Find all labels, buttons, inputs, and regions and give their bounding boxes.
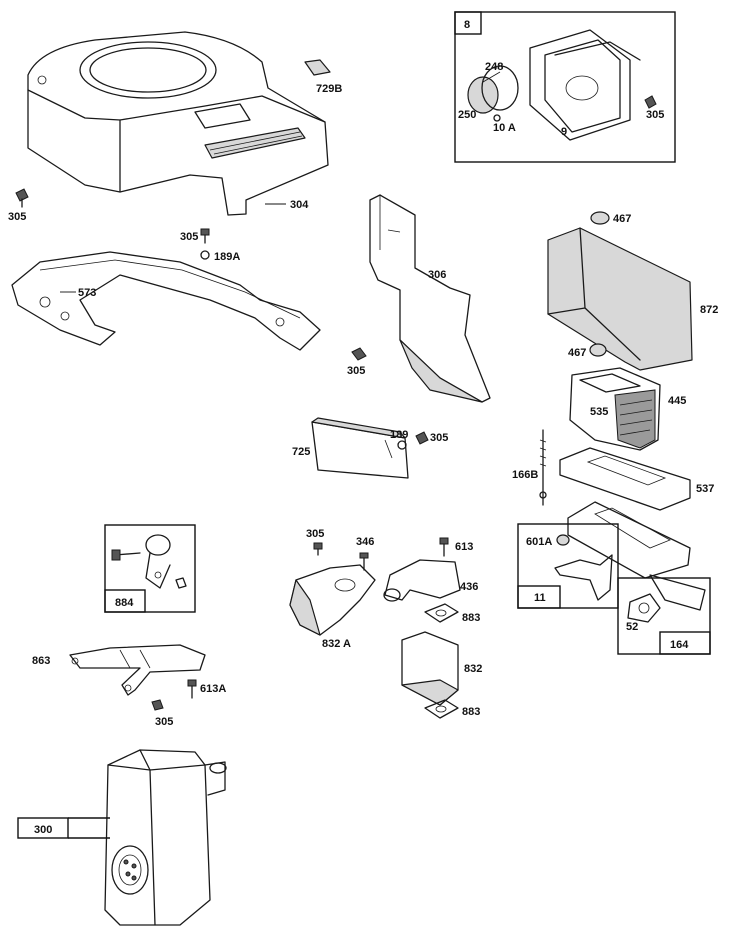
- label-729b: 729B: [316, 83, 342, 95]
- label-725: 725: [292, 446, 310, 458]
- washer-189: [397, 440, 407, 450]
- bracket-863: [69, 644, 206, 696]
- label-467-top: 467: [613, 213, 631, 225]
- label-306: 306: [428, 269, 446, 281]
- label-535: 535: [590, 406, 608, 418]
- inset-8: [454, 11, 676, 163]
- inset-11: [517, 523, 619, 609]
- label-537: 537: [696, 483, 714, 495]
- washer-189a: [200, 250, 210, 260]
- label-883-bottom: 883: [462, 706, 480, 718]
- gasket-883-top: [424, 603, 459, 623]
- bolt-166b: [539, 429, 547, 506]
- label-305-bracket: 305: [155, 716, 173, 728]
- guard-832a: [289, 564, 376, 636]
- label-883-top: 883: [462, 612, 480, 624]
- label-164: 164: [670, 639, 689, 651]
- clip-729b: [304, 59, 331, 76]
- inset-164: [617, 574, 711, 655]
- shield-725: [311, 417, 409, 479]
- label-832: 832: [464, 663, 482, 675]
- label-872: 872: [700, 304, 718, 316]
- label-305-shield: 305: [430, 432, 448, 444]
- label-445: 445: [668, 395, 686, 407]
- screw-305-left: [15, 188, 29, 208]
- bolt-346: [359, 552, 369, 571]
- label-305-inset8: 305: [646, 109, 664, 121]
- bolt-613a: [187, 679, 197, 699]
- gasket-883-bottom: [424, 699, 459, 719]
- baffle-573: [11, 251, 321, 351]
- label-305-left: 305: [8, 211, 26, 223]
- label-467-bottom: 467: [568, 347, 586, 359]
- label-305-cover: 305: [306, 528, 324, 540]
- label-248: 248: [485, 61, 503, 73]
- label-613: 613: [455, 541, 473, 553]
- label-613a: 613A: [200, 683, 226, 695]
- cover-872: [547, 227, 693, 371]
- label-300: 300: [34, 824, 52, 836]
- filter-535: [569, 367, 661, 451]
- label-346: 346: [356, 536, 374, 548]
- guard-832: [401, 631, 459, 706]
- screw-305-mid: [200, 228, 210, 244]
- screw-305-shield: [415, 431, 429, 445]
- label-884: 884: [115, 597, 134, 609]
- label-189: 189: [390, 429, 408, 441]
- grommet-467-bottom: [589, 343, 607, 357]
- label-52: 52: [626, 621, 638, 633]
- label-9: 9: [561, 126, 567, 138]
- label-166b: 166B: [512, 469, 538, 481]
- label-305-mid: 305: [180, 231, 198, 243]
- label-10a: 10 A: [493, 122, 516, 134]
- muffler-300: [104, 749, 227, 926]
- label-11: 11: [534, 592, 546, 604]
- label-304: 304: [290, 199, 309, 211]
- label-863: 863: [32, 655, 50, 667]
- inset-884: [104, 524, 196, 613]
- gasket-537: [559, 447, 691, 511]
- blower-housing-304: [27, 31, 329, 216]
- label-573: 573: [78, 287, 96, 299]
- screw-305-bracket: [151, 699, 164, 711]
- screw-305-cover: [313, 542, 323, 556]
- label-189a: 189A: [214, 251, 240, 263]
- label-832a: 832 A: [322, 638, 351, 650]
- label-250: 250: [458, 109, 476, 121]
- baffle-306: [369, 194, 491, 403]
- label-436: 436: [460, 581, 478, 593]
- label-box-300: [17, 817, 110, 839]
- label-601a: 601A: [526, 536, 552, 548]
- bolt-613: [439, 537, 449, 557]
- screw-305-baffle: [351, 347, 367, 361]
- label-8: 8: [464, 19, 470, 31]
- elbow-436: [383, 559, 461, 602]
- grommet-467-top: [590, 211, 610, 225]
- air-cleaner-base: [567, 501, 691, 579]
- label-305-baffle: 305: [347, 365, 365, 377]
